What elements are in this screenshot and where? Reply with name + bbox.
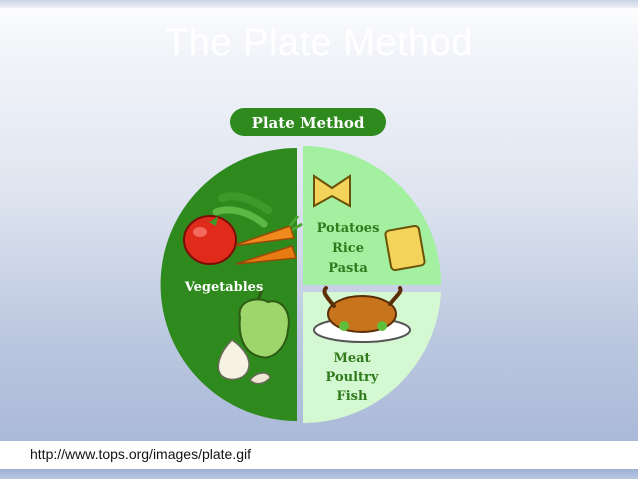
starches-line-1: Potatoes xyxy=(317,221,380,236)
ravioli-icon xyxy=(384,224,426,272)
slide-title: The Plate Method xyxy=(165,22,473,64)
tomato-icon xyxy=(183,215,237,265)
proteins-line-2: Poultry xyxy=(326,370,379,385)
vegetables-illustration xyxy=(183,192,303,385)
turkey-platter-icon xyxy=(313,286,411,343)
starches-line-3: Pasta xyxy=(328,261,368,276)
plate-method-pill: Plate Method xyxy=(230,108,386,136)
carrot-icon xyxy=(231,225,295,247)
pill-background xyxy=(230,108,386,136)
top-band xyxy=(0,0,638,8)
vegetables-label: Vegetables xyxy=(184,280,264,295)
source-url: http://www.tops.org/images/plate.gif xyxy=(30,446,251,462)
proteins-line-3: Fish xyxy=(337,389,368,404)
pill-label: Plate Method xyxy=(252,114,365,132)
pepper-icon xyxy=(238,298,290,359)
garlic-icon xyxy=(217,339,250,381)
starches-illustration xyxy=(313,174,426,272)
proteins-line-1: Meat xyxy=(333,351,370,366)
green-beans-icon xyxy=(218,192,272,214)
starches-line-2: Rice xyxy=(332,241,364,256)
bowtie-pasta-icon xyxy=(313,174,351,208)
bottom-band xyxy=(0,469,638,479)
source-bar xyxy=(0,441,638,469)
